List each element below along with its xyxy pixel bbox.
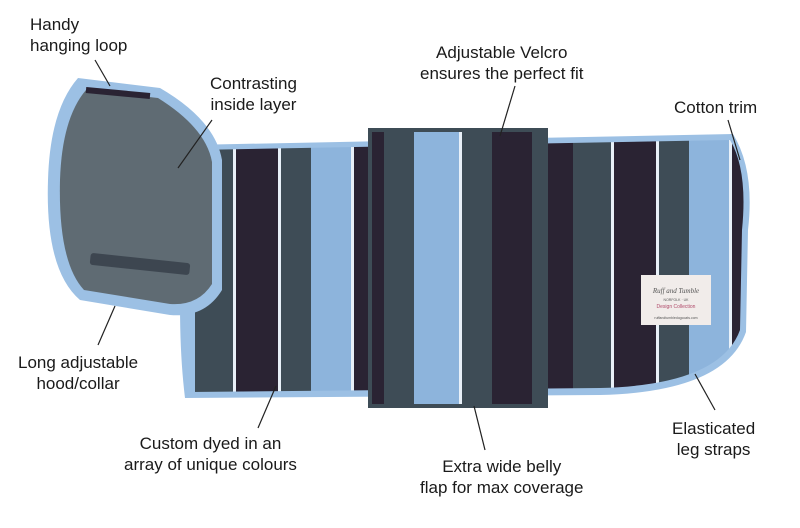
stripe: [462, 132, 492, 404]
label-sub: NORFOLK · UK: [664, 298, 690, 302]
stripe: [656, 140, 659, 392]
hood-inside-layer: [59, 90, 212, 305]
stripe: [659, 140, 689, 392]
leader-lines: [94, 59, 741, 451]
callout-hanging-loop: Handy hanging loop: [30, 15, 128, 55]
hood-velcro-strip: [89, 253, 191, 275]
stripe: [492, 132, 532, 404]
stripe: [459, 132, 462, 404]
stripe: [278, 140, 281, 392]
stripe: [732, 140, 744, 392]
stripe: [372, 132, 384, 404]
callout-custom-dyed: Custom dyed in an array of unique colour…: [124, 434, 297, 474]
callout-inside-layer: Contrasting inside layer: [210, 74, 297, 114]
callout-leg-straps: Elasticated leg straps: [672, 419, 756, 459]
label-brand: Ruff and Tumble: [652, 287, 699, 295]
stripe: [233, 140, 236, 392]
callout-hood-collar: Long adjustable hood/collar: [18, 353, 139, 393]
stripe: [351, 140, 354, 392]
stripe: [311, 140, 351, 392]
label-collection: Design Collection: [657, 304, 696, 310]
label-url: ruffandtumbledogcoats.com: [654, 316, 697, 320]
hanging-loop: [85, 87, 151, 99]
stripe: [729, 140, 732, 392]
belly-flap-stripes: [372, 132, 544, 404]
callout-cotton-trim: Cotton trim: [674, 98, 758, 117]
stripe: [614, 140, 656, 392]
stripe: [532, 132, 544, 404]
stripe: [689, 140, 729, 392]
stripe: [281, 140, 311, 392]
stripe: [611, 140, 614, 392]
stripe: [573, 140, 611, 392]
stripe: [236, 140, 278, 392]
stripe: [384, 132, 414, 404]
stripe: [414, 132, 459, 404]
product-label: [641, 275, 711, 325]
callout-belly-flap: Extra wide belly flap for max coverage: [420, 457, 584, 497]
callout-velcro: Adjustable Velcro ensures the perfect fi…: [420, 43, 584, 83]
